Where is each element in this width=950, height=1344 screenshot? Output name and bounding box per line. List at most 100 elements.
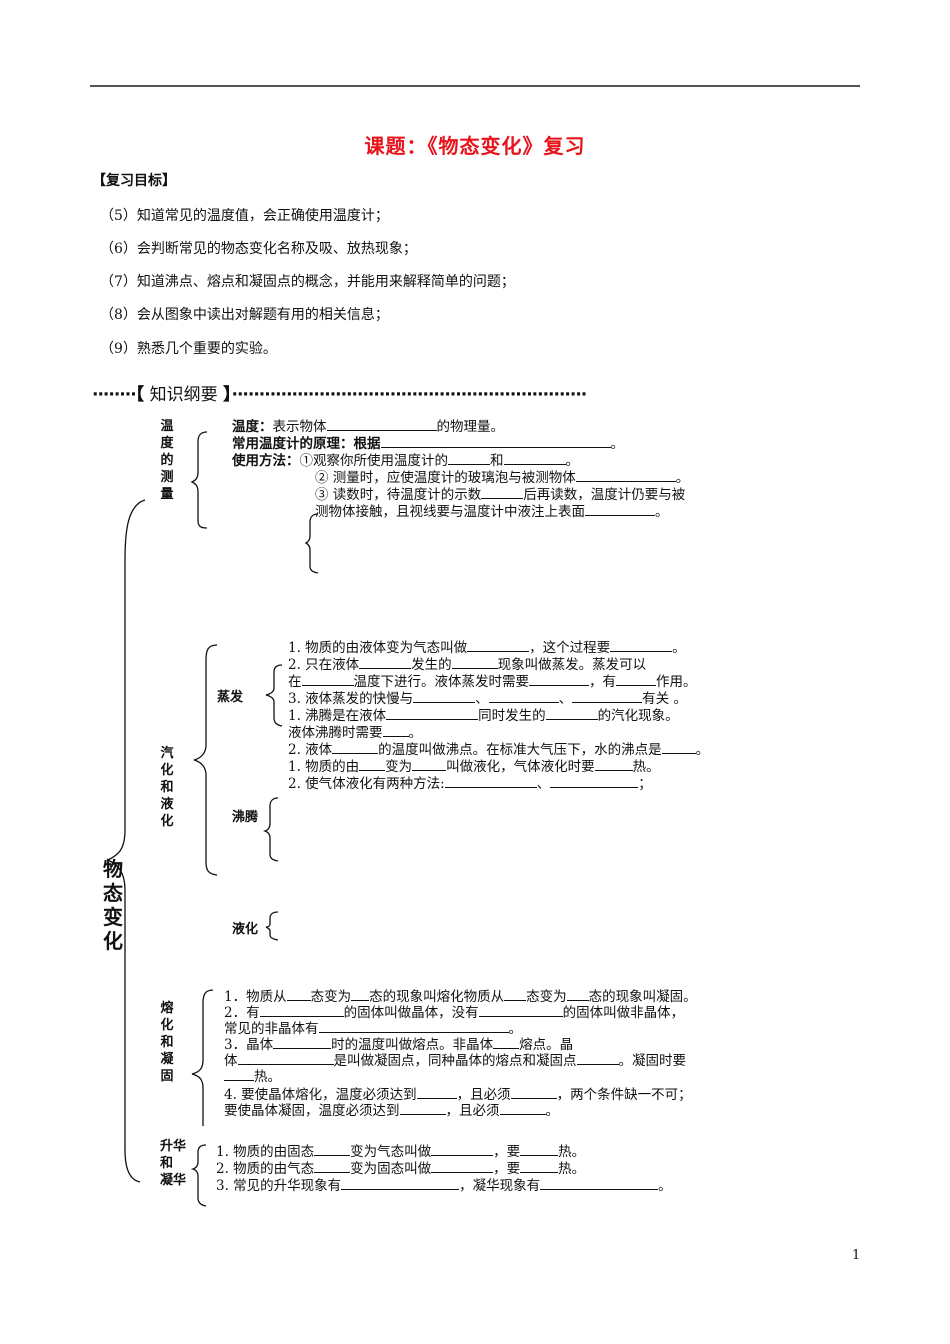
section-label-melting: 熔化和凝固: [160, 1001, 174, 1084]
fill-blank[interactable]: [318, 1020, 509, 1033]
evap-line-1: 1. 物质的由液体变为气态叫做，这个过程要。: [288, 639, 686, 656]
goal-item: （5）知道常见的温度值，会正确使用温度计；: [100, 208, 389, 224]
boil-line-1: 1. 沸腾是在液体同时发生的的汽化现象。: [288, 707, 679, 724]
fill-blank[interactable]: [259, 1004, 344, 1017]
fill-blank[interactable]: [399, 1102, 446, 1115]
fill-blank[interactable]: [550, 775, 639, 788]
fill-blank[interactable]: [380, 435, 611, 448]
fill-blank[interactable]: [504, 988, 527, 1001]
fill-blank[interactable]: [478, 1004, 563, 1017]
fill-blank[interactable]: [610, 639, 673, 652]
fill-blank[interactable]: [237, 1052, 334, 1065]
fill-blank[interactable]: [326, 418, 437, 431]
fill-blank[interactable]: [332, 741, 379, 754]
fill-blank[interactable]: [520, 1143, 559, 1156]
fill-blank[interactable]: [661, 741, 696, 754]
temp-line-5: ③ 读数时，待温度计的示数后再读数，温度计仍要与被: [315, 486, 686, 503]
evap-line-3: 在温度下进行。液体蒸发时需要，有作用。: [288, 673, 697, 690]
fill-blank[interactable]: [594, 758, 633, 771]
fill-blank[interactable]: [431, 1160, 494, 1173]
fill-blank[interactable]: [286, 988, 311, 1001]
goals-heading: 【复习目标】: [92, 173, 176, 189]
fill-blank[interactable]: [448, 452, 490, 465]
fill-blank[interactable]: [413, 690, 476, 703]
sub-line-1: 1. 物质的由固态变为气态叫做，要热。: [216, 1143, 586, 1160]
fill-blank[interactable]: [416, 1086, 457, 1099]
fill-blank[interactable]: [273, 1036, 332, 1049]
temp-line-6: 测物体接触，且视线要与温度计中液注上表面。: [315, 503, 669, 520]
fill-blank[interactable]: [431, 1143, 494, 1156]
section-label-sublimation: 升华 和 凝华: [160, 1139, 187, 1188]
sub-line-3: 3. 常见的升华现象有，凝华现象有。: [216, 1177, 672, 1194]
page-number: 1: [852, 1248, 861, 1263]
fill-blank[interactable]: [520, 1160, 559, 1173]
root-label: 物态变化: [103, 857, 123, 953]
sub-label-evaporation: 蒸发: [217, 690, 244, 705]
fill-blank[interactable]: [224, 1068, 254, 1081]
evap-line-4: 3. 液体蒸发的快慢与、、有关 。: [288, 690, 687, 707]
melt-line-7: 4. 要使晶体熔化，温度必须达到，且必须，两个条件缺一不可；: [224, 1086, 692, 1103]
melt-line-6: 热。: [224, 1068, 281, 1086]
melt-line-4: 3．晶体时的温度叫做熔点。非晶体熔点。晶: [224, 1036, 574, 1053]
temp-line-2: 常用温度计的原理：根据。: [232, 435, 624, 452]
fill-blank[interactable]: [572, 690, 643, 703]
fill-blank[interactable]: [341, 1177, 460, 1190]
temp-line-1: 温度：表示物体的物理量。: [232, 418, 504, 435]
goal-item: （7）知道沸点、熔点和凝固点的概念，并能用来解释简单的问题；: [100, 274, 515, 290]
goal-item: （6）会判断常见的物态变化名称及吸、放热现象；: [100, 241, 417, 257]
fill-blank[interactable]: [566, 988, 589, 1001]
liq-line-1: 1. 物质的由变为叫做液化，气体液化时要热。: [288, 758, 660, 775]
fill-blank[interactable]: [382, 724, 409, 737]
sub-label-liquefaction: 液化: [232, 922, 259, 937]
fill-blank[interactable]: [451, 656, 498, 669]
root-brace: [106, 499, 146, 1183]
fill-blank[interactable]: [540, 1177, 659, 1190]
dotted-leader: ········: [92, 385, 137, 405]
section-label-vaporization: 汽化和液化: [160, 746, 174, 829]
fill-blank[interactable]: [359, 656, 412, 669]
fill-blank[interactable]: [499, 1102, 546, 1115]
goal-item: （8）会从图象中读出对解题有用的相关信息；: [100, 307, 389, 323]
fill-blank[interactable]: [575, 469, 676, 482]
bracket-close: 】: [222, 385, 232, 405]
sub-line-2: 2. 物质的由气态变为固态叫做，要热。: [216, 1160, 586, 1177]
melt-line-1: 1．物质从态变为态的现象叫熔化物质从态变为态的现象叫凝固。: [224, 988, 697, 1005]
fill-blank[interactable]: [481, 486, 524, 499]
fill-blank[interactable]: [585, 503, 655, 516]
fill-blank[interactable]: [545, 707, 598, 720]
melt-line-5: 体是叫做凝固点，同种晶体的熔点和凝固点。凝固时要: [224, 1052, 686, 1069]
melt-line-3: 常见的非晶体有。: [224, 1020, 522, 1037]
outline-heading-label: 知识纲要: [144, 385, 223, 405]
fill-blank[interactable]: [444, 775, 537, 788]
melt-line-8: 要使晶体凝固，温度必须达到，且必须。: [224, 1102, 559, 1119]
bracket-open: 【: [135, 385, 145, 405]
fill-blank[interactable]: [359, 758, 386, 771]
fill-blank[interactable]: [616, 673, 656, 686]
outline-heading: ········【 知识纲要 】························…: [92, 380, 587, 405]
fill-blank[interactable]: [467, 639, 530, 652]
goal-item: （9）熟悉几个重要的实验。: [100, 341, 277, 357]
fill-blank[interactable]: [386, 707, 479, 720]
header-rule: [90, 85, 860, 87]
fill-blank[interactable]: [510, 1086, 557, 1099]
fill-blank[interactable]: [503, 452, 566, 465]
temp-line-3: 使用方法：①观察你所使用温度计的和。: [232, 452, 579, 469]
melt-line-2: 2．有的固体叫做晶体，没有的固体叫做非晶体，: [224, 1004, 685, 1021]
fill-blank[interactable]: [412, 758, 447, 771]
fill-blank[interactable]: [351, 988, 370, 1001]
section-label-temperature: 温度的测量: [160, 419, 174, 502]
fill-blank[interactable]: [488, 690, 559, 703]
boil-line-3: 2. 液体的温度叫做沸点。在标准大气压下，水的沸点是。: [288, 741, 710, 758]
fill-blank[interactable]: [493, 1036, 520, 1049]
fill-blank[interactable]: [314, 1160, 351, 1173]
liq-line-2: 2. 使气体液化有两种方法:、；: [288, 775, 652, 792]
fill-blank[interactable]: [576, 1052, 619, 1065]
page-title: 课题：《物态变化》复习: [364, 134, 586, 158]
boil-line-2: 液体沸腾时需要。: [288, 724, 422, 741]
fill-blank[interactable]: [301, 673, 354, 686]
sub-label-boiling: 沸腾: [232, 810, 259, 825]
fill-blank[interactable]: [529, 673, 589, 686]
evap-line-2: 2. 只在液体发生的现象叫做蒸发。蒸发可以: [288, 656, 647, 673]
fill-blank[interactable]: [314, 1143, 351, 1156]
